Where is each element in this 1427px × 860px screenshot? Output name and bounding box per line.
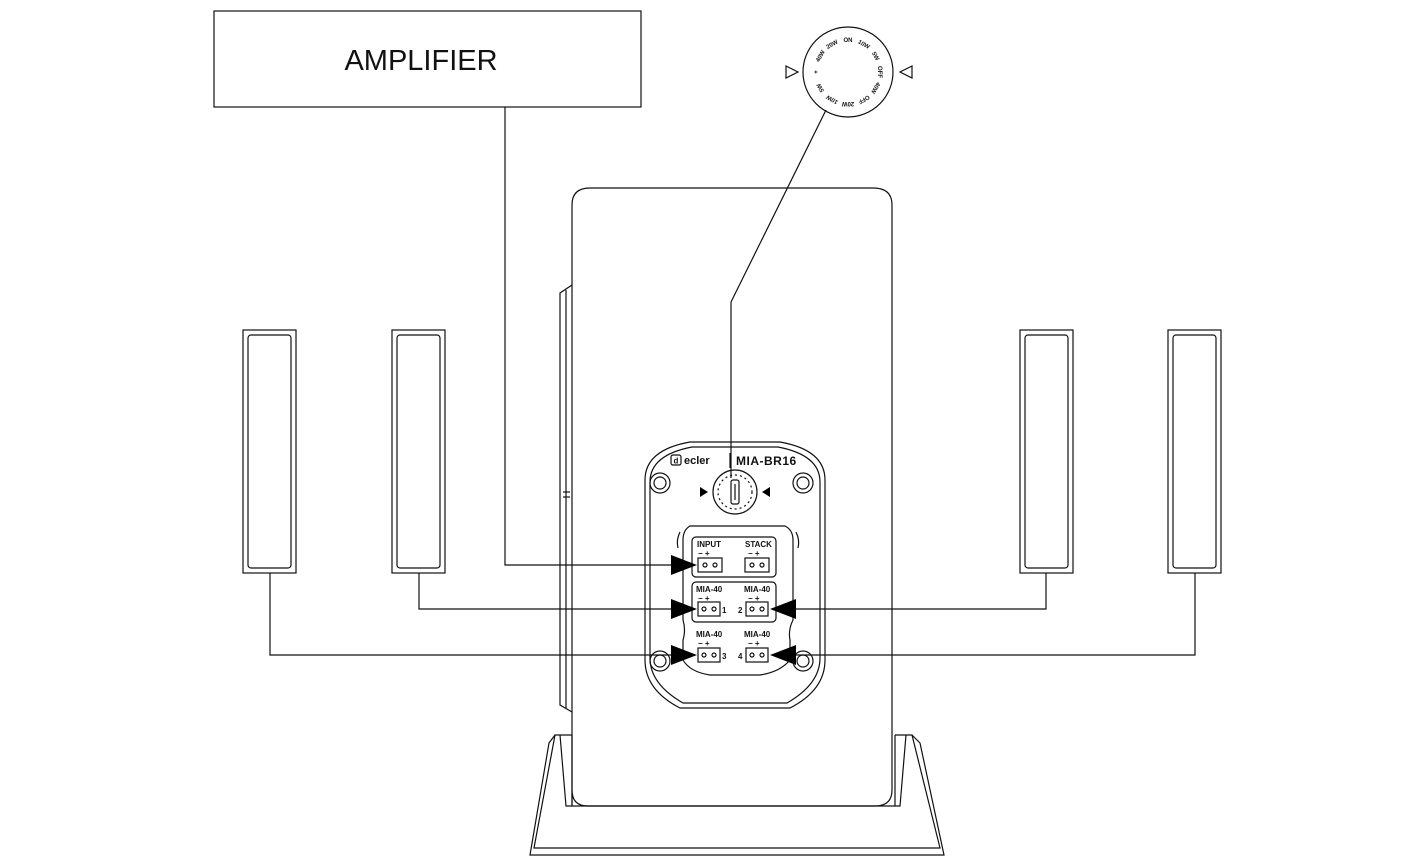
- mia3-label: MIA-40: [696, 630, 723, 639]
- dial-label: OFF: [876, 66, 882, 78]
- speaker-right-inner: [1019, 329, 1074, 574]
- rotary-selector[interactable]: [700, 469, 770, 515]
- mia2-polarity: − +: [748, 594, 760, 603]
- dial-label: 10W: [825, 93, 839, 105]
- mia3-terminal[interactable]: [697, 647, 721, 663]
- dial-label: ON: [844, 38, 853, 44]
- brand-label: ecler: [684, 455, 710, 467]
- dial-label: 40W: [815, 49, 827, 63]
- arrow-icon: [671, 599, 697, 619]
- stack-terminal[interactable]: [744, 557, 770, 573]
- input-terminal[interactable]: [697, 557, 723, 573]
- svg-text:d: d: [674, 457, 679, 466]
- mia2-label: MIA-40: [744, 585, 771, 594]
- mia2-number: 2: [738, 606, 743, 615]
- amplifier-label: AMPLIFIER: [344, 45, 497, 77]
- model-label: MIA-BR16: [736, 454, 797, 468]
- input-label: INPUT: [697, 540, 721, 549]
- dial-label: 20W: [826, 39, 840, 51]
- speaker-left-inner: [391, 329, 446, 574]
- dial-label: +: [814, 70, 820, 74]
- mia1-label: MIA-40: [696, 585, 723, 594]
- mia3-polarity: − +: [698, 639, 710, 648]
- screw-icon: [649, 650, 671, 672]
- mia1-terminal[interactable]: [697, 601, 721, 617]
- speaker-left-outer: [242, 329, 297, 574]
- dial-label: 10W: [857, 39, 871, 51]
- mia2-terminal[interactable]: [745, 601, 769, 617]
- stack-polarity: − +: [748, 549, 760, 558]
- dial-label: OFF: [857, 93, 871, 104]
- amplifier-box: AMPLIFIER: [213, 10, 642, 108]
- mia1-polarity: − +: [698, 594, 710, 603]
- mia4-terminal[interactable]: [745, 647, 769, 663]
- mia4-polarity: − +: [748, 639, 760, 648]
- enclosure: [529, 187, 945, 856]
- mia4-label: MIA-40: [744, 630, 771, 639]
- mia4-number: 4: [738, 652, 743, 661]
- speaker-right-outer: [1167, 329, 1222, 574]
- stack-label: STACK: [745, 540, 772, 549]
- wiring: [269, 107, 1196, 665]
- dial-label: 5W: [816, 82, 826, 93]
- module-plate: d ecler MIA-BR16 INPUT − + STACK − +: [644, 441, 826, 709]
- dial-label: 20W: [841, 100, 854, 106]
- screw-icon: [792, 472, 814, 494]
- mia1-number: 1: [722, 606, 727, 615]
- arrow-icon: [671, 555, 697, 575]
- screw-icon: [649, 472, 671, 494]
- input-polarity: − +: [698, 549, 710, 558]
- ecler-logo-icon: d: [670, 454, 682, 466]
- arrow-icon: [770, 645, 796, 665]
- arrow-icon: [770, 599, 796, 619]
- dial-label: 5W: [870, 51, 880, 62]
- dial-label: 40W: [869, 81, 881, 95]
- arrow-icon: [671, 645, 697, 665]
- mia3-number: 3: [722, 652, 727, 661]
